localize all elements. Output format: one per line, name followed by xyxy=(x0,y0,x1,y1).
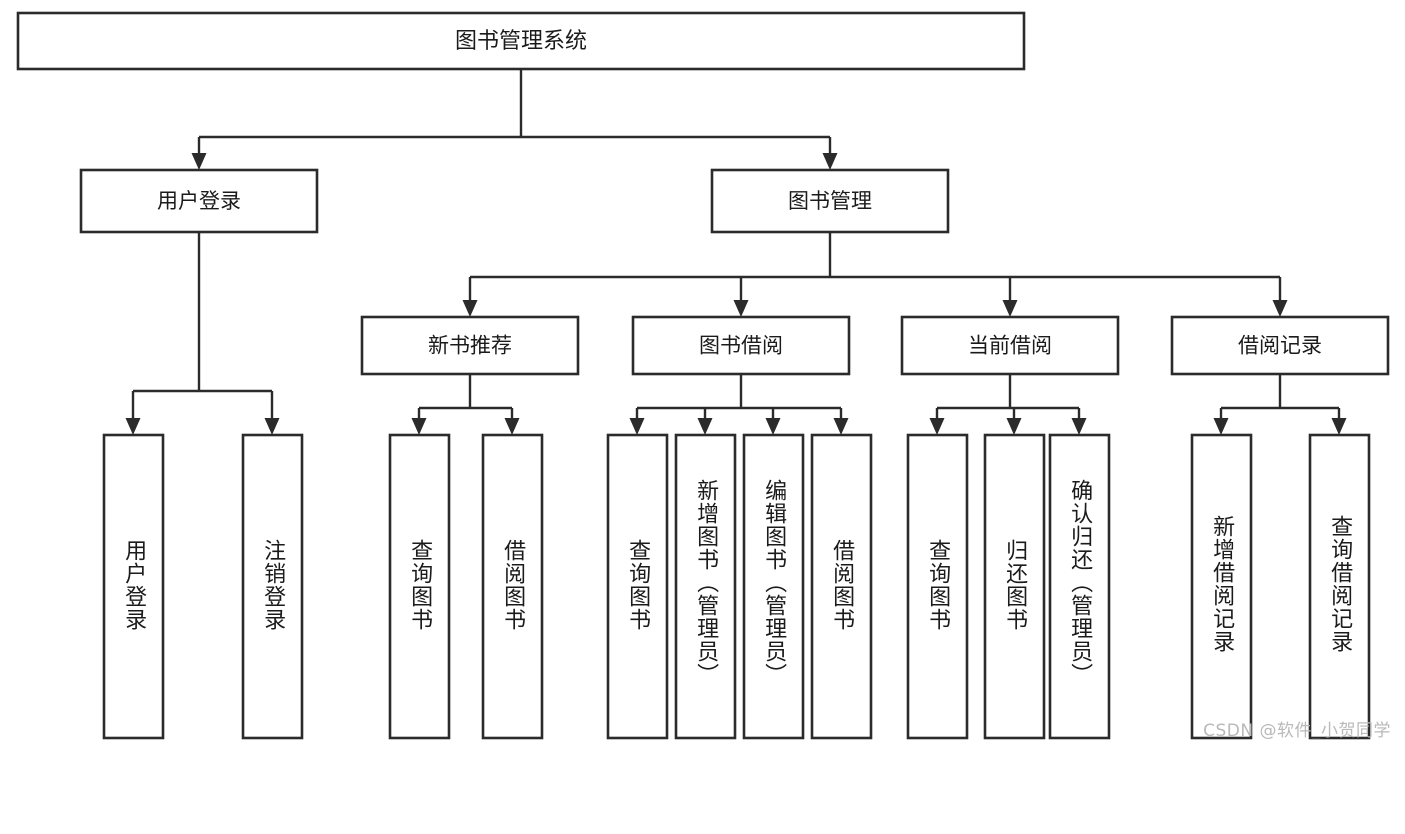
arrow-head-icon xyxy=(264,418,280,435)
arrow-head-icon xyxy=(822,153,838,170)
node-borrow-record-label: 借阅记录 xyxy=(1238,334,1322,358)
arrow-head-icon xyxy=(1331,418,1347,435)
arrow-head-icon xyxy=(504,418,520,435)
arrow-head-icon xyxy=(411,418,427,435)
diagram-root: 图书管理系统用户登录图书管理新书推荐图书借阅当前借阅借阅记录 用户登录注销登录查… xyxy=(16,11,1391,741)
arrow-head-icon xyxy=(629,418,645,435)
node-leaf-query-record[interactable] xyxy=(1308,433,1371,740)
node-book-borrow[interactable] xyxy=(631,315,851,376)
node-leaf-add-record[interactable] xyxy=(1190,433,1253,740)
arrow-head-icon xyxy=(733,300,749,317)
node-leaf-query-book-1[interactable] xyxy=(388,433,451,740)
node-borrow-record[interactable] xyxy=(1170,315,1390,376)
node-current-borrow[interactable] xyxy=(900,315,1120,376)
arrow-head-icon xyxy=(929,418,945,435)
node-book-manage-label: 图书管理 xyxy=(788,189,872,213)
boxes-layer xyxy=(16,11,1390,740)
node-leaf-borrow-book-1[interactable] xyxy=(481,433,544,740)
arrow-head-icon xyxy=(1006,418,1022,435)
node-leaf-edit-book[interactable] xyxy=(742,433,805,740)
node-leaf-return-book[interactable] xyxy=(983,433,1046,740)
node-book-borrow-label: 图书借阅 xyxy=(699,334,783,358)
node-leaf-confirm-return[interactable] xyxy=(1048,433,1111,740)
node-new-book-recommend[interactable] xyxy=(360,315,580,376)
node-new-book-recommend-label: 新书推荐 xyxy=(428,334,512,358)
arrow-head-icon xyxy=(462,300,478,317)
arrow-head-icon xyxy=(1071,418,1087,435)
node-leaf-logout-login[interactable] xyxy=(241,433,304,740)
node-root-system-label: 图书管理系统 xyxy=(455,29,587,54)
arrow-head-icon xyxy=(697,418,713,435)
watermark-credit: CSDN @软件_小贺同学 xyxy=(1203,721,1391,741)
node-leaf-query-book-2[interactable] xyxy=(606,433,669,740)
node-user-login[interactable] xyxy=(79,168,319,234)
connectors-layer xyxy=(125,69,1347,435)
node-book-manage[interactable] xyxy=(710,168,950,234)
arrow-head-icon xyxy=(1213,418,1229,435)
node-user-login-label: 用户登录 xyxy=(157,189,241,213)
arrow-head-icon xyxy=(125,418,141,435)
node-leaf-borrow-book-2[interactable] xyxy=(810,433,873,740)
arrow-head-icon xyxy=(1272,300,1288,317)
arrow-head-icon xyxy=(1002,300,1018,317)
node-leaf-add-book[interactable] xyxy=(674,433,737,740)
node-current-borrow-label: 当前借阅 xyxy=(968,334,1052,358)
arrow-head-icon xyxy=(765,418,781,435)
node-leaf-query-book-3[interactable] xyxy=(906,433,969,740)
arrow-head-icon xyxy=(191,153,207,170)
node-root-system[interactable] xyxy=(16,11,1026,71)
arrow-head-icon xyxy=(833,418,849,435)
node-leaf-user-login[interactable] xyxy=(102,433,165,740)
